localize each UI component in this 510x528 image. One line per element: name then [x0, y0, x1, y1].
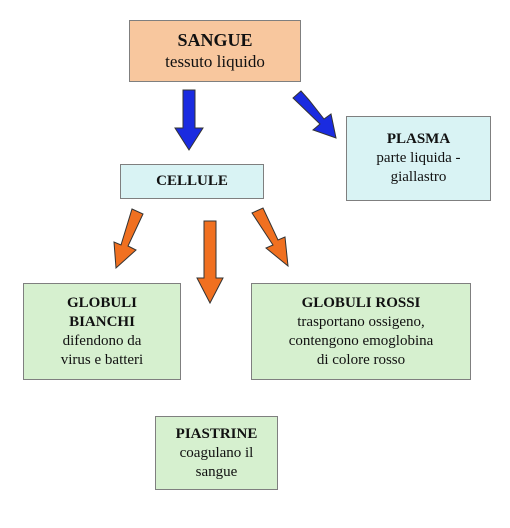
node-bianchi-desc-line1: difendono da	[62, 332, 142, 349]
node-rossi-desc-line3: di colore rosso	[316, 351, 406, 368]
node-globuli-bianchi: GLOBULI BIANCHI difendono da virus e bat…	[23, 283, 181, 380]
node-plasma: PLASMA parte liquida - giallastro	[346, 116, 491, 201]
node-globuli-rossi: GLOBULI ROSSI trasportano ossigeno, cont…	[251, 283, 471, 380]
node-plasma-desc-line2: giallastro	[390, 169, 447, 185]
node-piastrine-title: PIASTRINE	[175, 425, 258, 442]
node-plasma-title: PLASMA	[386, 131, 451, 147]
arrow-cellule-to-piastrine	[196, 220, 224, 305]
node-sangue: SANGUE tessuto liquido	[129, 20, 301, 82]
node-rossi-desc-line1: trasportano ossigeno,	[297, 313, 425, 330]
node-sangue-desc: tessuto liquido	[165, 52, 265, 71]
arrow-sangue-to-cellule	[174, 89, 204, 151]
node-bianchi-desc-line2: virus e batteri	[60, 351, 144, 368]
node-piastrine-desc-line1: coagulano il	[179, 444, 254, 461]
node-plasma-desc-line1: parte liquida -	[376, 150, 461, 166]
node-sangue-title: SANGUE	[177, 30, 253, 50]
node-rossi-title: GLOBULI ROSSI	[301, 294, 421, 311]
node-piastrine: PIASTRINE coagulano il sangue	[155, 416, 278, 490]
arrow-cellule-to-bianchi	[113, 208, 144, 270]
node-rossi-desc-line2: contengono emoglobina	[288, 332, 434, 349]
node-bianchi-title-line2: BIANCHI	[69, 313, 135, 330]
node-cellule-title: CELLULE	[156, 173, 228, 189]
arrow-cellule-to-rossi	[251, 207, 289, 268]
node-bianchi-title-line1: GLOBULI	[66, 294, 138, 311]
node-piastrine-desc-line2: sangue	[195, 463, 238, 480]
node-cellule: CELLULE	[120, 164, 264, 199]
arrow-sangue-to-plasma	[292, 90, 337, 139]
